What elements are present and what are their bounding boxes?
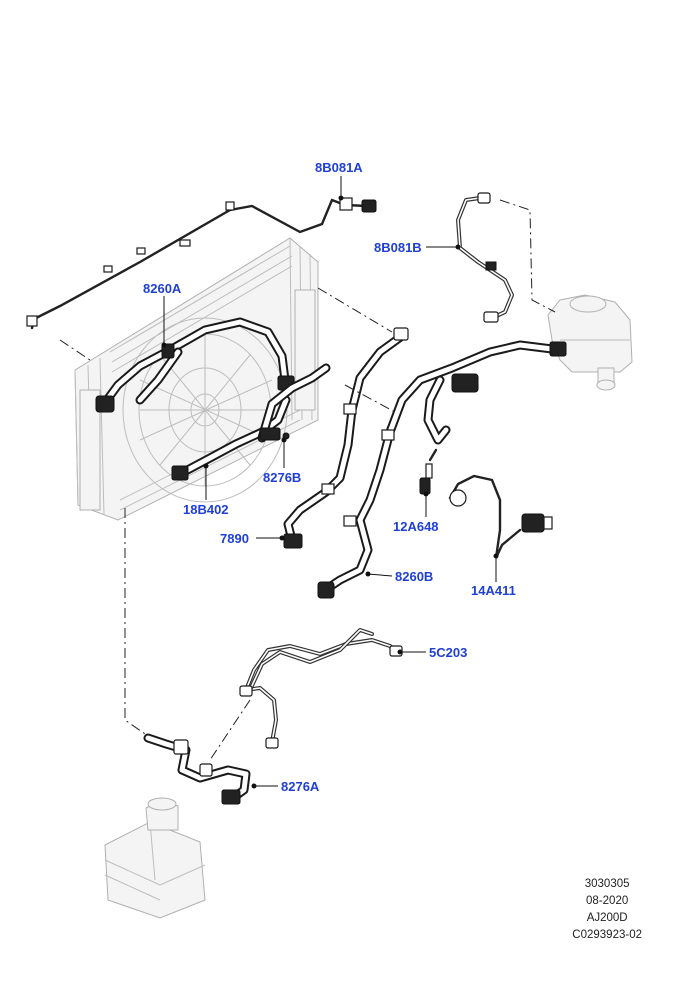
part-8260a-upper-hose <box>95 317 295 413</box>
callout-8b081a: 8B081A <box>315 160 363 175</box>
callout-14a411: 14A411 <box>471 583 516 598</box>
part-8260b-hose <box>317 340 567 599</box>
part-12a648-sensor <box>419 448 438 495</box>
part-8b081a-harness <box>26 197 377 330</box>
intercooler <box>104 797 206 919</box>
reference-model-code: AJ200D <box>586 912 628 924</box>
part-8b081b-tube <box>456 192 514 323</box>
part-5c203-pipes <box>239 628 403 749</box>
part-18b402-hose <box>171 395 291 481</box>
callout-8260b: 8260B <box>395 569 433 584</box>
callout-8276b: 8276B <box>263 470 301 485</box>
callout-8260a: 8260A <box>143 281 182 296</box>
part-8276b-hose <box>257 363 331 443</box>
part-8276a-hose <box>143 733 251 805</box>
callout-12a648: 12A648 <box>393 519 439 534</box>
reference-date: 08-2020 <box>586 895 629 907</box>
callout-7890: 7890 <box>220 531 249 546</box>
reference-number: 3030305 <box>584 878 630 890</box>
part-14a411-harness <box>448 474 553 559</box>
part-7890-hose <box>283 327 409 549</box>
leader-lines <box>161 176 499 789</box>
callout-8276a: 8276A <box>281 779 320 794</box>
reference-drawing-id: C0293923-02 <box>572 929 642 941</box>
drawing-reference-block: 3030305 08-2020 AJ200D C0293923-02 <box>572 876 642 944</box>
callout-5c203: 5C203 <box>429 645 467 660</box>
callout-8b081b: 8B081B <box>374 240 422 255</box>
callout-labels: 8B081A 8B081B 8260A 8276B 18B402 12A648 … <box>143 160 516 794</box>
reference-lines <box>59 199 556 761</box>
callout-18b402: 18B402 <box>183 502 229 517</box>
